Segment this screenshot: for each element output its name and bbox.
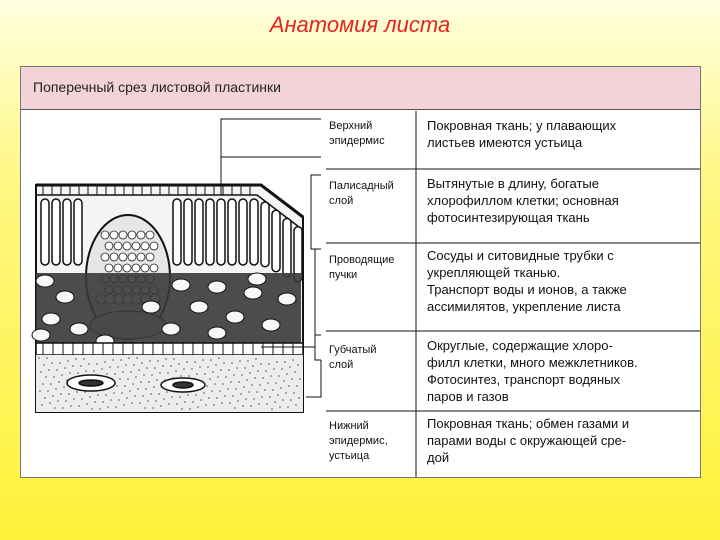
leaf-cross-section-figure: Поперечный срез листовой пластинки <box>20 66 701 478</box>
lower-epidermis-layer <box>36 343 303 412</box>
layer-label-palisade: Палисадный слой <box>329 179 419 209</box>
layer-desc-upper-epidermis: Покровная ткань; у плавающих листьев име… <box>427 117 697 151</box>
slide-title: Анатомия листа <box>0 12 720 38</box>
layer-desc-vascular-bundles: Сосуды и ситовидные трубки с укрепляющей… <box>427 247 697 315</box>
layer-label-lower-epidermis: Нижний эпидермис, устьица <box>329 419 419 464</box>
layer-label-spongy: Губчатый слой <box>329 343 419 373</box>
layer-desc-palisade: Вытянутые в длину, богатые хлорофиллом к… <box>427 175 697 226</box>
layer-desc-spongy: Округлые, содержащие хлоро- филл клетки,… <box>427 337 697 405</box>
spongy-layer <box>32 273 301 347</box>
layer-desc-lower-epidermis: Покровная ткань; обмен газами и парами в… <box>427 415 697 466</box>
layer-label-vascular-bundles: Проводящие пучки <box>329 253 419 283</box>
layer-label-upper-epidermis: Верхний эпидермис <box>329 119 419 149</box>
